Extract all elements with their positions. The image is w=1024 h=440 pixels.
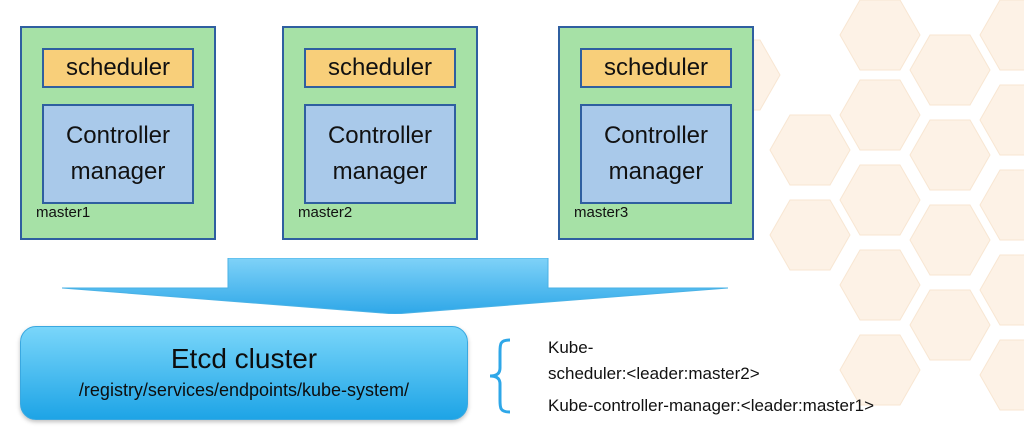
master-node-2: scheduler Controller manager master2 [282, 26, 478, 240]
down-arrow-icon [62, 258, 728, 314]
controller-label-line2: manager [608, 158, 704, 185]
note-line-1: Kube- [548, 338, 594, 357]
master-node-1: scheduler Controller manager master1 [20, 26, 216, 240]
controller-label-line2: manager [70, 158, 166, 185]
controller-label-line1: Controller [603, 122, 709, 149]
etcd-cluster-box: Etcd cluster /registry/services/endpoint… [20, 326, 468, 420]
curly-brace-icon [489, 338, 511, 414]
master-label: master3 [574, 204, 629, 221]
controller-manager-box: Controller manager [42, 104, 194, 204]
controller-manager-box: Controller manager [580, 104, 732, 204]
master-label: master2 [298, 204, 353, 221]
note-line-3: Kube-controller-manager:<leader:master1> [548, 396, 875, 415]
controller-manager-box: Controller manager [304, 104, 456, 204]
master-label: master1 [36, 204, 91, 221]
master-node-3: scheduler Controller manager master3 [558, 26, 754, 240]
etcd-path: /registry/services/endpoints/kube-system… [78, 380, 410, 400]
controller-label-line2: manager [332, 158, 428, 185]
etcd-title: Etcd cluster [170, 343, 318, 374]
scheduler-box: scheduler [580, 48, 732, 88]
scheduler-box: scheduler [42, 48, 194, 88]
controller-label-line1: Controller [327, 122, 433, 149]
controller-label-line1: Controller [65, 122, 171, 149]
scheduler-box: scheduler [304, 48, 456, 88]
note-line-2: scheduler:<leader:master2> [548, 364, 760, 383]
